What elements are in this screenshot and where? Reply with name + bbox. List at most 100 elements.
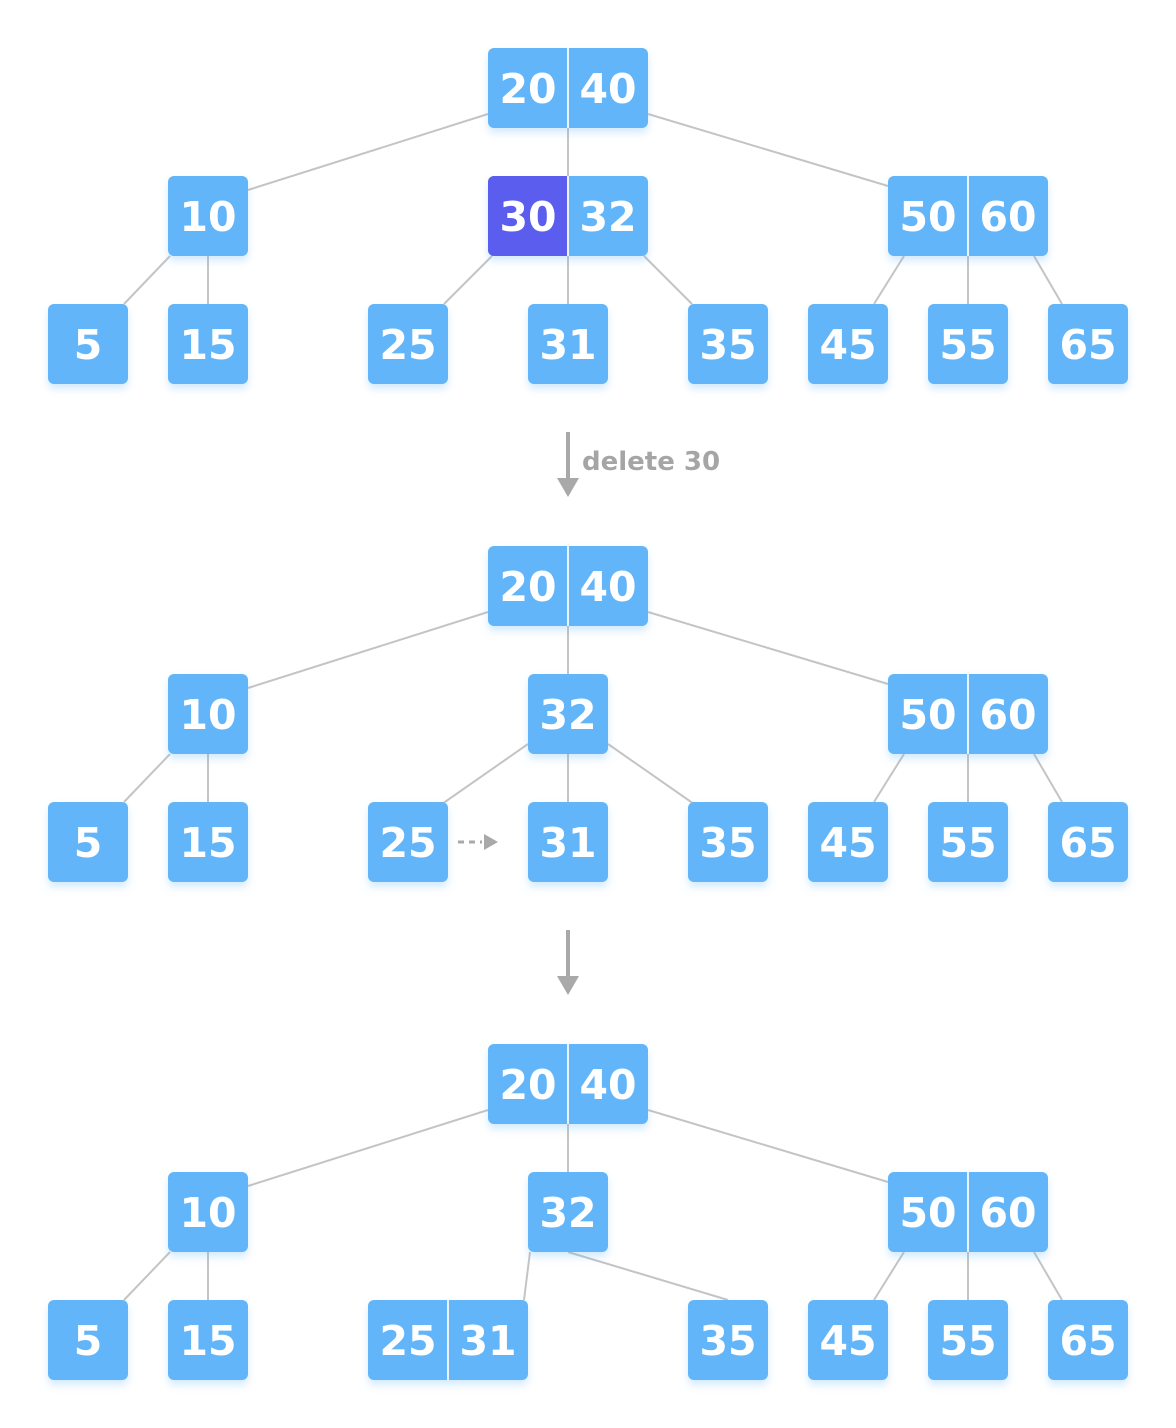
key-label: 31: [539, 321, 596, 369]
leaf-node: 31: [528, 304, 608, 384]
key-label: 55: [939, 321, 996, 369]
node-box: [168, 674, 248, 754]
key-label: 65: [1059, 1317, 1116, 1365]
key-label: 60: [979, 193, 1036, 241]
tree-edge: [247, 113, 489, 191]
highlighted-key-cell: [488, 176, 568, 256]
key-label: 25: [379, 1317, 436, 1365]
key-label: 10: [179, 193, 236, 241]
tree-edge: [123, 1251, 171, 1301]
key-label: 65: [1059, 819, 1116, 867]
node-box: [48, 1300, 128, 1380]
node-box: [368, 304, 448, 384]
tree-edge: [873, 753, 905, 803]
leaf-node: 15: [168, 304, 248, 384]
internal-node: 30 32: [488, 176, 648, 256]
internal-node: 32: [528, 1172, 608, 1252]
leaf-node: 31: [528, 802, 608, 882]
key-label: 32: [539, 691, 596, 739]
key-label: 40: [579, 65, 636, 113]
node-box: [168, 802, 248, 882]
tree-edge: [567, 1251, 729, 1301]
tree-edge: [441, 743, 529, 805]
key-label: 20: [499, 1061, 556, 1109]
node-box: [1048, 802, 1128, 882]
node-box: [1048, 304, 1128, 384]
tree-edge: [647, 113, 889, 187]
tree-edge: [873, 255, 905, 305]
node-box: [528, 1172, 608, 1252]
leaf-node: 45: [808, 304, 888, 384]
key-label: 32: [539, 1189, 596, 1237]
node-box: [168, 1172, 248, 1252]
leaf-node: 5: [48, 304, 128, 384]
key-label: 20: [499, 563, 556, 611]
key-label: 60: [979, 691, 1036, 739]
tree-edge: [1033, 1251, 1063, 1301]
arrow-head-icon: [557, 478, 579, 497]
key-label: 35: [699, 819, 756, 867]
key-label: 40: [579, 563, 636, 611]
leaf-node: 35: [688, 1300, 768, 1380]
key-label: 45: [819, 321, 876, 369]
key-label: 25: [379, 819, 436, 867]
node-box: [528, 674, 608, 754]
key-label: 5: [74, 819, 103, 867]
tree-edge: [607, 743, 695, 805]
node-box: [808, 304, 888, 384]
node-box: [48, 304, 128, 384]
node-box: [688, 1300, 768, 1380]
node-box: [808, 1300, 888, 1380]
key-label: 40: [579, 1061, 636, 1109]
node-box: [168, 1300, 248, 1380]
leaf-node: 25: [368, 304, 448, 384]
node-box: [1048, 1300, 1128, 1380]
node-box: [688, 802, 768, 882]
leaf-node: 25 31: [368, 1300, 528, 1380]
tree-edge: [443, 255, 493, 305]
key-label: 55: [939, 819, 996, 867]
key-label: 10: [179, 1189, 236, 1237]
internal-node: 32: [528, 674, 608, 754]
leaf-node: 5: [48, 1300, 128, 1380]
key-label: 55: [939, 1317, 996, 1365]
key-label: 45: [819, 819, 876, 867]
leaf-node: 5: [48, 802, 128, 882]
node-box: [808, 802, 888, 882]
internal-node: 10: [168, 1172, 248, 1252]
key-label: 50: [899, 691, 956, 739]
key-label: 32: [579, 193, 636, 241]
key-label: 10: [179, 691, 236, 739]
key-label: 60: [979, 1189, 1036, 1237]
node-box: [928, 802, 1008, 882]
tree-edge: [1033, 255, 1063, 305]
leaf-node: 55: [928, 802, 1008, 882]
key-label: 15: [179, 819, 236, 867]
tree-edge: [123, 255, 171, 305]
key-label: 30: [499, 193, 556, 241]
node-box: [48, 802, 128, 882]
key-label: 50: [899, 193, 956, 241]
step-arrow-1: delete 30: [557, 432, 720, 497]
leaf-node: 15: [168, 802, 248, 882]
internal-node: 50 60: [888, 176, 1048, 256]
leaf-node: 55: [928, 304, 1008, 384]
key-label: 31: [459, 1317, 516, 1365]
key-label: 35: [699, 321, 756, 369]
internal-node: 50 60: [888, 674, 1048, 754]
node-box: [368, 802, 448, 882]
step-arrow-2: [557, 930, 579, 995]
key-label: 20: [499, 65, 556, 113]
highlight-fill: [560, 176, 568, 256]
leaf-node: 25: [368, 802, 448, 882]
leaf-node: 55: [928, 1300, 1008, 1380]
key-label: 45: [819, 1317, 876, 1365]
tree-edge: [247, 1109, 489, 1187]
key-label: 35: [699, 1317, 756, 1365]
leaf-node: 65: [1048, 802, 1128, 882]
tree-edge: [1033, 753, 1063, 803]
